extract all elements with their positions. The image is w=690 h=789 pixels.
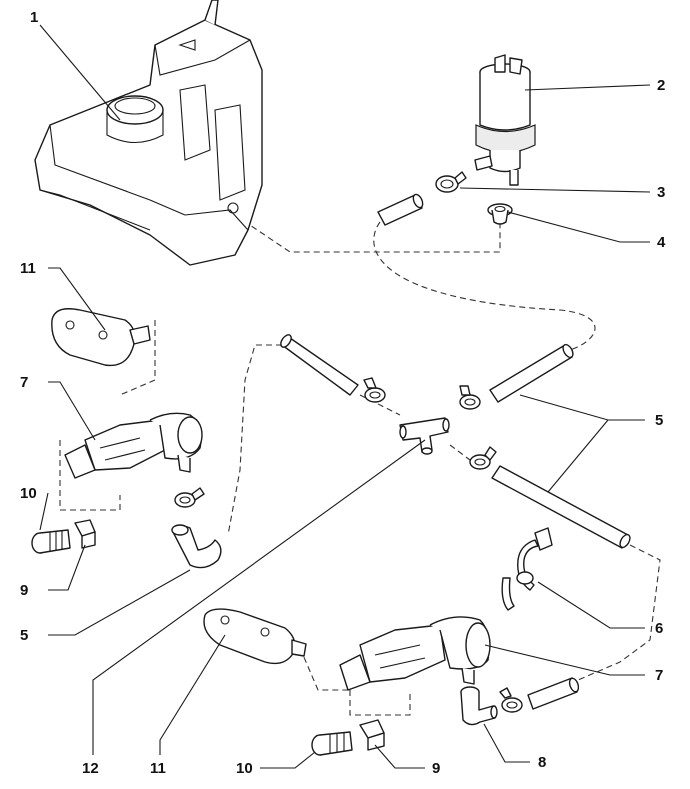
callout-7-right: 7 (655, 667, 663, 684)
callout-11-left: 11 (20, 260, 36, 277)
callout-4: 4 (657, 234, 666, 251)
hose-upper-right-icon (489, 343, 574, 403)
callout-5-right: 5 (655, 412, 663, 429)
reservoir-icon (34, 0, 263, 266)
nozzle-assembly-icon (64, 412, 203, 479)
t-connector-icon (399, 417, 450, 455)
callout-9-bottom: 9 (432, 760, 440, 777)
hose-lower-long-icon (491, 465, 631, 549)
callout-10-left: 10 (20, 485, 37, 502)
callout-6: 6 (655, 620, 663, 637)
nozzle-cover-icon (203, 608, 307, 665)
grommet-icon (487, 203, 513, 225)
hose-clip-icon (469, 446, 497, 470)
hose-clip-icon (499, 687, 523, 713)
hose-upper-left-icon (280, 334, 359, 396)
callout-12: 12 (82, 760, 99, 777)
callout-5-left: 5 (20, 627, 28, 644)
callout-9-left: 9 (20, 582, 28, 599)
bolt-icon (31, 529, 71, 554)
hose-clip-icon (459, 385, 481, 410)
short-hose-icon (377, 193, 424, 226)
hose-routing-lines (59, 214, 661, 716)
callout-3: 3 (657, 184, 665, 201)
hose-holder-icon (501, 527, 553, 611)
callout-labels: 1 2 3 4 5 11 7 10 9 5 6 7 12 11 10 9 8 (20, 9, 666, 777)
clip-nut-icon (74, 519, 96, 549)
nozzle-cover-icon (51, 308, 151, 367)
bolt-icon (311, 731, 353, 756)
elbow-hose-icon (171, 524, 222, 569)
short-hose-icon (527, 677, 580, 710)
callout-7-left: 7 (20, 374, 28, 391)
callout-11-bottom: 11 (150, 760, 166, 777)
nozzle-assembly-icon (339, 616, 491, 691)
callout-8: 8 (538, 754, 546, 771)
hose-clip-icon (435, 171, 467, 193)
callout-2: 2 (657, 77, 665, 94)
clip-nut-icon (359, 719, 385, 751)
leader-lines (39, 24, 651, 769)
callout-10-bottom: 10 (236, 760, 253, 777)
pump-icon (474, 54, 536, 186)
callout-1: 1 (30, 9, 38, 26)
elbow-connector-icon (460, 686, 498, 726)
hose-clip-icon (363, 377, 386, 403)
hose-clip-icon (174, 487, 205, 508)
